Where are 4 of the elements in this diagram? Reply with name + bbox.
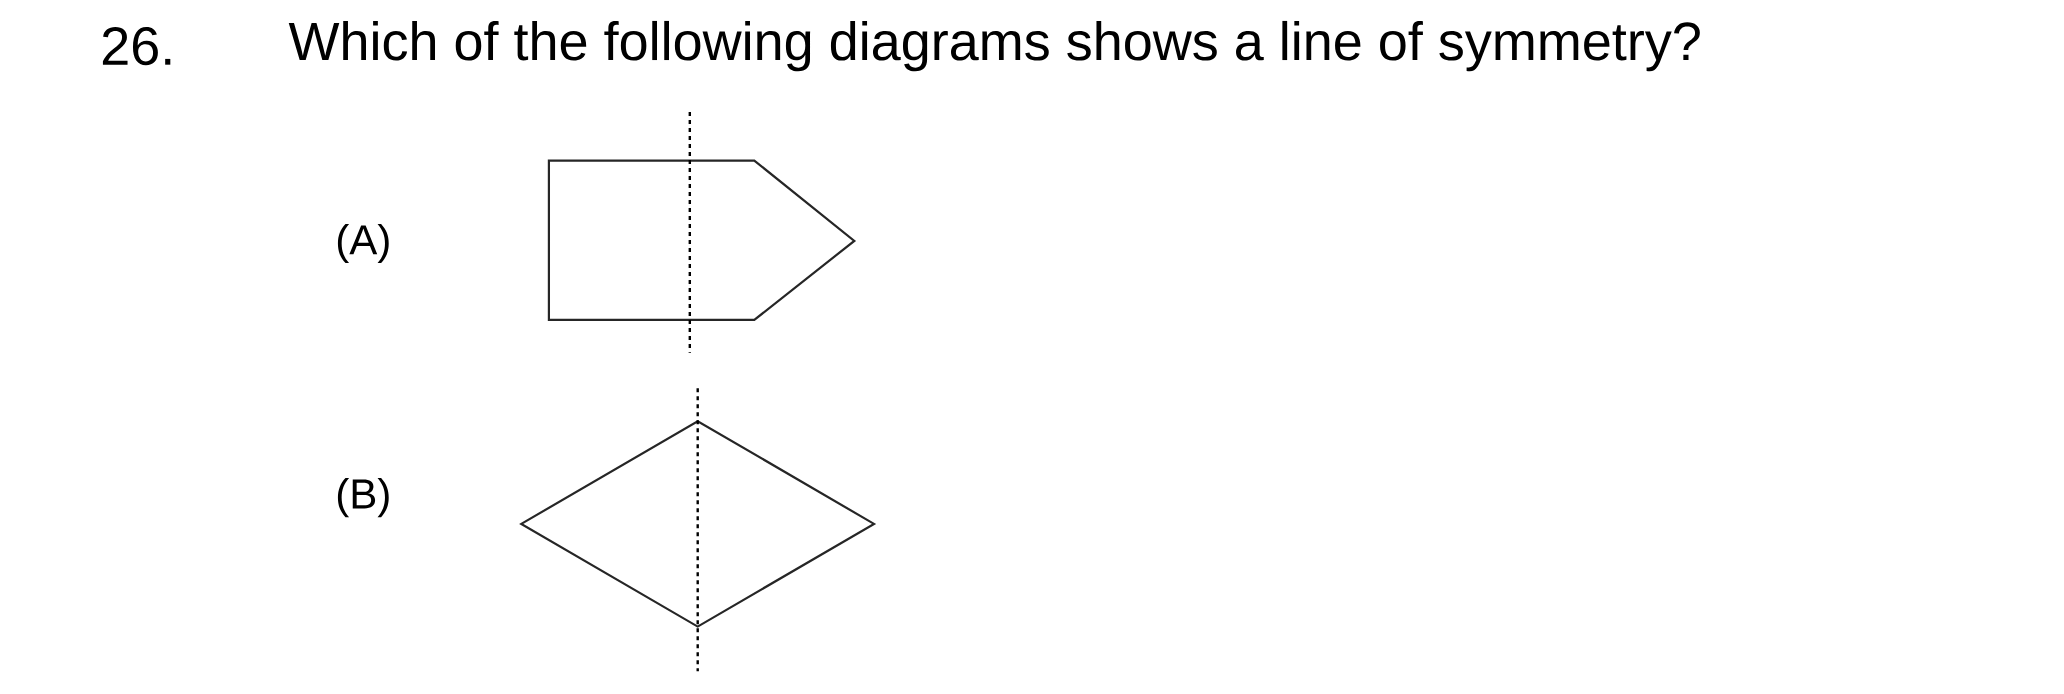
question-text: Which of the following diagrams shows a line of symmetry? bbox=[288, 20, 1700, 72]
option-label: (B) bbox=[337, 478, 389, 518]
question-number: 26. bbox=[102, 27, 171, 66]
option-label: (A) bbox=[337, 223, 389, 264]
